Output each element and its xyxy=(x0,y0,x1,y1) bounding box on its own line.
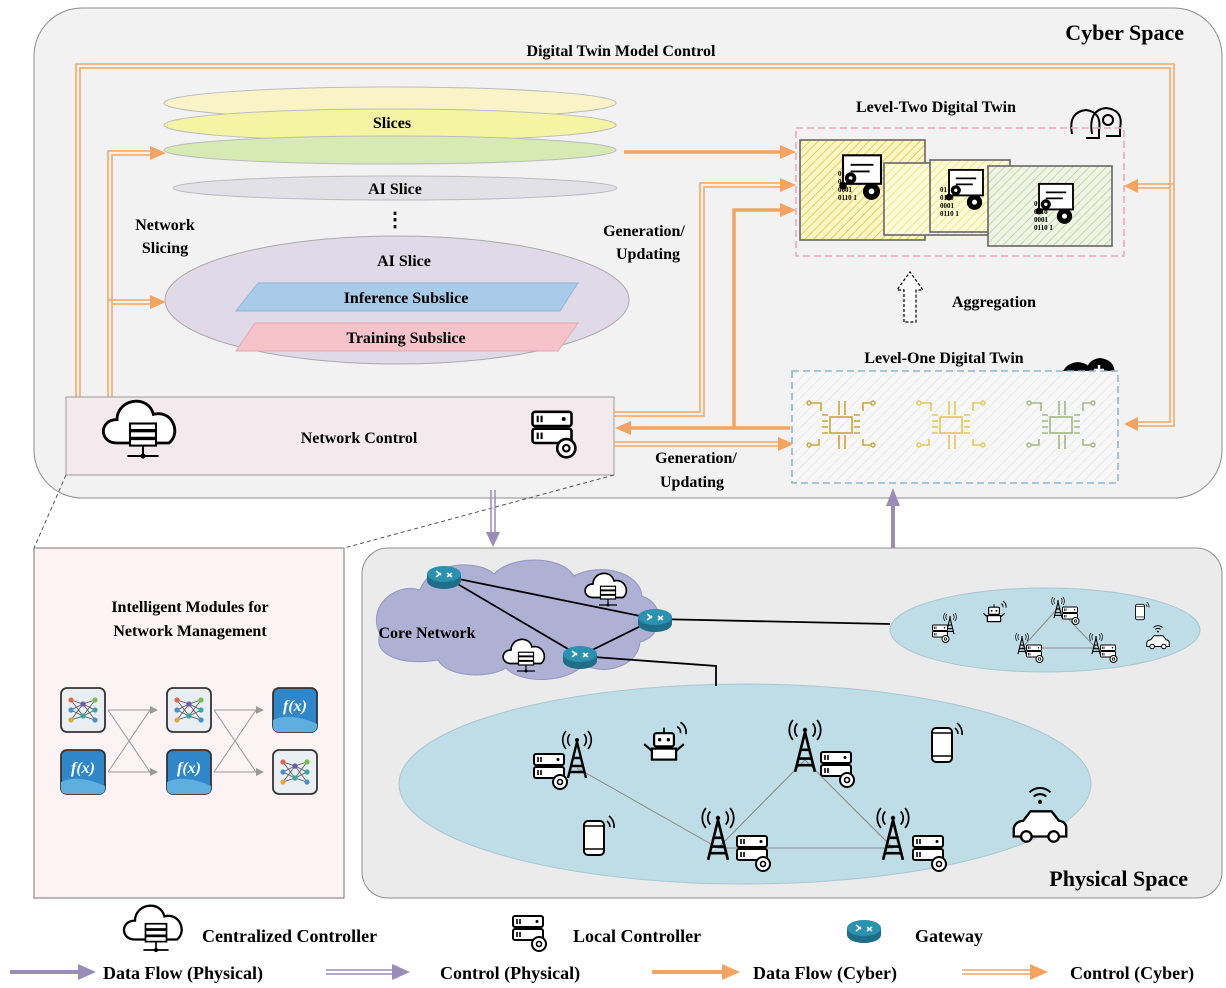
ai-slice-label-2: AI Slice xyxy=(377,253,431,270)
gen-update-top-2: Updating xyxy=(616,246,680,263)
cyber-space-title: Cyber Space xyxy=(1065,20,1184,45)
dt-model-control-arrowhead-l1 xyxy=(1124,417,1138,431)
physical-space-title: Physical Space xyxy=(1049,866,1188,891)
gateway-icon-2 xyxy=(637,608,673,633)
inference-subslice-shape xyxy=(234,282,579,312)
legend-centralized-controller: Centralized Controller xyxy=(202,926,377,946)
legend-data-flow-cyber: Data Flow (Cyber) xyxy=(753,963,897,984)
ai-slice-thin xyxy=(172,175,618,201)
module-fx-labels: f(x) f(x) f(x) xyxy=(71,698,307,777)
large-coverage-ellipse xyxy=(398,683,1092,885)
training-subslice-shape xyxy=(235,322,579,352)
gen-update-bottom-1: Generation/ xyxy=(655,450,737,467)
legend-control-cyber-head xyxy=(1030,964,1048,980)
slicing-arrowhead-slices xyxy=(150,146,166,160)
slice-ellipsis: ⋮ xyxy=(385,209,405,231)
level-one-dashed-box xyxy=(791,370,1119,484)
aggregation-label: Aggregation xyxy=(952,294,1036,311)
modules-title-2: Network Management xyxy=(113,623,267,640)
legend-centralized-controller-icon xyxy=(122,904,183,954)
svg-text:0001: 0001 xyxy=(940,202,955,210)
small-ellipse-links xyxy=(1020,607,1098,649)
legend-data-flow-physical: Data Flow (Physical) xyxy=(103,963,263,984)
svg-text:0110 1: 0110 1 xyxy=(940,210,959,218)
slicing-arrowhead-ai-slice xyxy=(150,295,166,309)
legend-data-flow-physical-head xyxy=(78,964,96,980)
legend-local-controller-icon xyxy=(512,915,547,952)
legend-control-physical-head xyxy=(392,964,410,980)
binary-text-2: 01 0110 0001 0110 1 xyxy=(940,186,959,218)
small-coverage-ellipse xyxy=(889,587,1201,673)
netcontrol-to-l1-control xyxy=(614,441,778,447)
zoom-line-right xyxy=(343,474,615,549)
module-nn-icon-2 xyxy=(166,687,212,733)
svg-text:0110 1: 0110 1 xyxy=(838,194,857,202)
gen-top-arrowhead-2 xyxy=(780,203,796,217)
control-physical-down-head xyxy=(486,532,500,547)
core-network-label: Core Network xyxy=(378,625,475,642)
module-nn-icon-3 xyxy=(272,749,318,795)
legend-data-flow-cyber-head xyxy=(722,964,740,980)
slices-to-l2-arrowhead xyxy=(780,145,796,159)
gateway-icon-1 xyxy=(426,565,462,590)
svg-text:f(x): f(x) xyxy=(177,760,201,777)
svg-text:0001: 0001 xyxy=(1034,216,1049,224)
svg-text:01: 01 xyxy=(940,186,948,194)
module-nn-icon-1 xyxy=(60,687,106,733)
netcontrol-to-l1-arrowhead xyxy=(778,437,794,451)
svg-text:01: 01 xyxy=(838,170,846,178)
legend-gateway-icon xyxy=(846,919,882,944)
gen-update-top-paths xyxy=(614,182,780,428)
legend-gateway: Gateway xyxy=(915,926,983,946)
svg-text:0110: 0110 xyxy=(1034,208,1048,216)
legend-control-cyber-line xyxy=(962,969,1030,975)
control-physical-down xyxy=(490,490,496,532)
svg-text:01: 01 xyxy=(1034,200,1042,208)
network-slicing-label-1: Network xyxy=(135,217,195,234)
level-one-title: Level-One Digital Twin xyxy=(864,350,1024,367)
svg-text:0110 1: 0110 1 xyxy=(1034,224,1053,232)
gen-update-bottom-2: Updating xyxy=(660,474,724,491)
network-slicing-label-2: Slicing xyxy=(142,240,188,257)
inference-subslice-label: Inference Subslice xyxy=(344,290,469,307)
network-control-label: Network Control xyxy=(301,430,418,447)
module-arrowheads xyxy=(150,706,264,776)
level-two-title: Level-Two Digital Twin xyxy=(856,99,1016,116)
gateway-icon-3 xyxy=(562,645,598,670)
svg-text:f(x): f(x) xyxy=(283,698,307,715)
l1-to-netcontrol-arrowhead xyxy=(615,421,631,435)
aggregation-arrow xyxy=(895,270,925,323)
module-connectors xyxy=(107,709,257,773)
network-slicing-control xyxy=(107,150,150,397)
svg-text:f(x): f(x) xyxy=(71,760,95,777)
dt-model-control-arrowhead-l2 xyxy=(1124,179,1138,193)
modules-title-1: Intelligent Modules for xyxy=(111,599,268,616)
zoom-line-left xyxy=(33,474,67,549)
legend-local-controller: Local Controller xyxy=(573,926,701,946)
binary-text-3: 01 0110 0001 0110 1 xyxy=(1034,200,1053,232)
slices-label: Slices xyxy=(373,115,411,132)
legend-control-physical: Control (Physical) xyxy=(440,963,580,984)
svg-text:0110: 0110 xyxy=(838,178,852,186)
l2-twin-card-3 xyxy=(987,165,1113,247)
gen-top-arrowhead-1 xyxy=(780,178,796,192)
level-two-dashed-box xyxy=(795,127,1125,257)
legend-control-cyber: Control (Cyber) xyxy=(1070,963,1194,984)
dt-model-control-path xyxy=(75,63,1175,427)
network-control-box xyxy=(65,396,615,476)
level-two-heads-icon xyxy=(1070,106,1122,139)
slices-stack xyxy=(163,86,617,165)
training-subslice-label: Training Subslice xyxy=(346,330,465,347)
gen-update-top-1: Generation/ xyxy=(603,223,685,240)
svg-text:0001: 0001 xyxy=(838,186,853,194)
ai-slice-label-1: AI Slice xyxy=(368,181,422,198)
svg-text:0110: 0110 xyxy=(940,194,954,202)
data-flow-physical-up-head xyxy=(886,488,900,506)
legend-control-physical-line xyxy=(326,969,392,975)
dt-model-control-label: Digital Twin Model Control xyxy=(527,43,716,60)
binary-text-1: 01 0110 0001 0110 1 xyxy=(838,170,857,202)
